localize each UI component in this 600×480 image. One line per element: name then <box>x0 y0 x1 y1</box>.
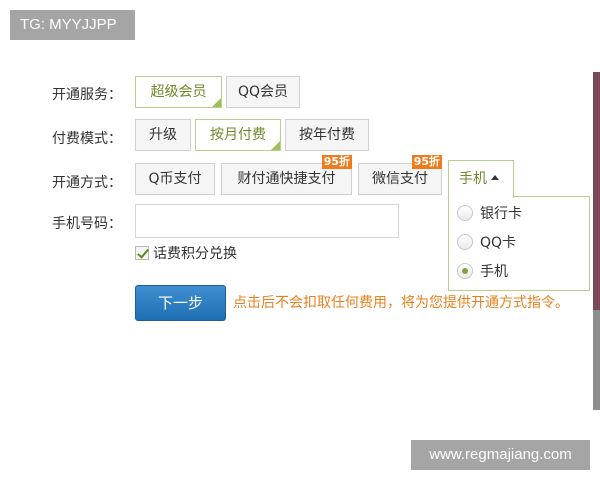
points-exchange-checkbox-row[interactable]: 话费积分兑换 <box>135 243 237 263</box>
option-label: 按年付费 <box>299 127 355 143</box>
dropdown-item-qq-card[interactable]: QQ卡 <box>457 231 516 253</box>
option-label: 财付通快捷支付 <box>237 171 336 187</box>
background-panel-edge <box>593 72 600 310</box>
billing-option-yearly[interactable]: 按年付费 <box>285 119 369 151</box>
service-label: 开通服务： <box>52 87 122 103</box>
option-label: 升级 <box>149 127 177 143</box>
caret-up-icon <box>491 175 499 180</box>
billing-option-upgrade[interactable]: 升级 <box>135 119 191 151</box>
dropdown-item-label: 银行卡 <box>480 206 522 222</box>
dropdown-item-label: 手机 <box>480 264 508 280</box>
option-label: 超级会员 <box>150 84 207 100</box>
payment-more-dropdown[interactable]: 手机 <box>448 160 514 198</box>
service-option-qq-vip[interactable]: QQ会员 <box>226 76 300 108</box>
dropdown-item-label: QQ卡 <box>480 235 517 251</box>
dropdown-selected-label: 手机 <box>459 171 487 187</box>
info-note: 点击后不会扣取任何费用，将为您提供开通方式指令。 <box>233 295 569 311</box>
radio-unchecked-icon[interactable] <box>457 234 473 250</box>
dropdown-item-mobile[interactable]: 手机 <box>457 260 508 282</box>
billing-label: 付费模式： <box>52 131 122 147</box>
option-label: 按月付费 <box>210 127 266 143</box>
scrollbar-edge <box>593 310 600 410</box>
option-label: 微信支付 <box>372 171 428 187</box>
payment-option-wechat[interactable]: 微信支付 95折 <box>358 155 442 195</box>
dropdown-item-bank-card[interactable]: 银行卡 <box>457 202 522 224</box>
payment-option-qcoin[interactable]: Q币支付 <box>135 163 215 195</box>
payment-dropdown-panel: 银行卡 QQ卡 手机 <box>448 196 590 291</box>
phone-number-input[interactable] <box>135 204 399 238</box>
option-label: QQ会员 <box>237 84 289 100</box>
discount-badge: 95折 <box>321 155 352 169</box>
payment-option-tenpay[interactable]: 财付通快捷支付 95折 <box>221 155 352 195</box>
watermark-bottom: www.regmajiang.com <box>411 440 590 470</box>
phone-label: 手机号码： <box>52 216 122 232</box>
option-label: Q币支付 <box>148 171 202 187</box>
service-option-super-vip[interactable]: 超级会员 <box>135 76 222 108</box>
checkbox-label: 话费积分兑换 <box>153 246 237 262</box>
payment-label: 开通方式： <box>52 175 122 191</box>
next-step-button[interactable]: 下一步 <box>135 285 226 321</box>
watermark-top: TG: MYYJJPP <box>10 10 135 40</box>
radio-checked-icon[interactable] <box>457 263 473 279</box>
radio-unchecked-icon[interactable] <box>457 205 473 221</box>
checkbox-checked-icon[interactable] <box>135 246 149 260</box>
discount-badge: 95折 <box>411 155 442 169</box>
billing-option-monthly[interactable]: 按月付费 <box>195 119 281 151</box>
